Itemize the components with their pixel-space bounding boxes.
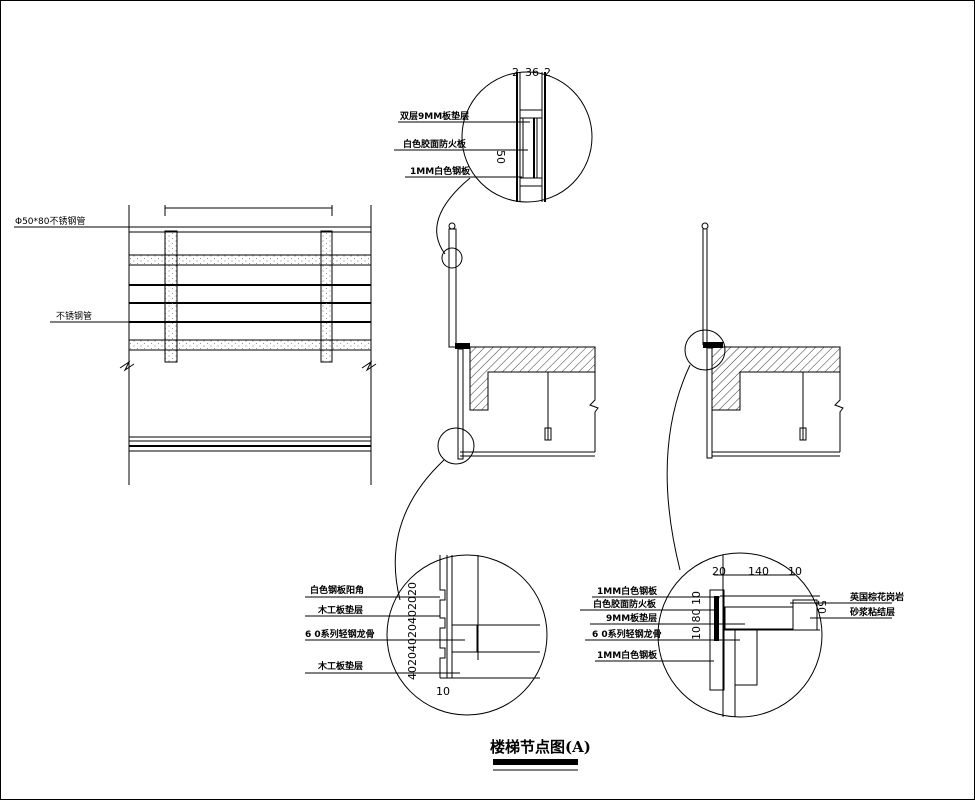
- title-underline: [493, 759, 578, 765]
- label: 白色钢板阳角: [310, 584, 364, 596]
- dim: 2: [544, 66, 551, 79]
- post: [164, 230, 178, 363]
- label: 砂浆粘结层: [850, 606, 895, 618]
- label: 木工板垫层: [317, 604, 363, 616]
- label: 6 0系列轻钢龙骨: [592, 628, 662, 640]
- slab: [469, 346, 596, 411]
- railing-elevation: Φ50*80不锈钢管 不锈钢管: [14, 205, 377, 485]
- drawing-title: 楼梯节点图(A): [490, 738, 591, 756]
- dim: 50: [815, 600, 828, 614]
- top-rail: [128, 226, 372, 233]
- stair-section-a: [394, 177, 599, 601]
- label: 9MM板垫层: [606, 612, 657, 624]
- post: [320, 230, 333, 363]
- dim: 36: [525, 66, 539, 79]
- label: 双层9MM板垫层: [400, 110, 469, 122]
- label: 6 0系列轻钢龙骨: [305, 628, 375, 640]
- dim: 140: [748, 565, 769, 578]
- dim: 2: [512, 66, 519, 79]
- label: 1MM白色钢板: [597, 649, 658, 661]
- label-top-rail: Φ50*80不锈钢管: [15, 215, 86, 227]
- stair-section-b: [666, 222, 844, 571]
- detail-bottom-left: 40204020402020 10 白色钢板阳角 木工板垫层 6 0系列轻钢龙骨…: [305, 554, 548, 716]
- rail-band: [128, 339, 372, 351]
- label: 白色胶面防火板: [403, 138, 467, 150]
- rail-band: [128, 254, 372, 266]
- dim: 20: [712, 565, 726, 578]
- dim: 50: [494, 150, 507, 164]
- detail-bottom-right: 20 140 10 10 80 10 50 1MM白色钢板 白色胶面防火板 9M…: [580, 552, 904, 718]
- detail-top: 2 36 2 50 双层9MM板垫层 白色胶面防火板 1MM白色钢板: [394, 66, 593, 203]
- label: 1MM白色钢板: [410, 165, 471, 177]
- label: 英国棕花岗岩: [849, 591, 904, 603]
- label-rail: 不锈钢管: [56, 310, 92, 322]
- dim: 40204020402020: [406, 582, 419, 680]
- label: 1MM白色钢板: [597, 585, 658, 597]
- label: 木工板垫层: [317, 660, 363, 672]
- dim: 10: [436, 685, 450, 698]
- post: [448, 228, 457, 348]
- dim: 10 80 10: [690, 591, 703, 640]
- label: 白色胶面防火板: [593, 598, 657, 610]
- slab: [711, 346, 841, 411]
- dim: 10: [788, 565, 802, 578]
